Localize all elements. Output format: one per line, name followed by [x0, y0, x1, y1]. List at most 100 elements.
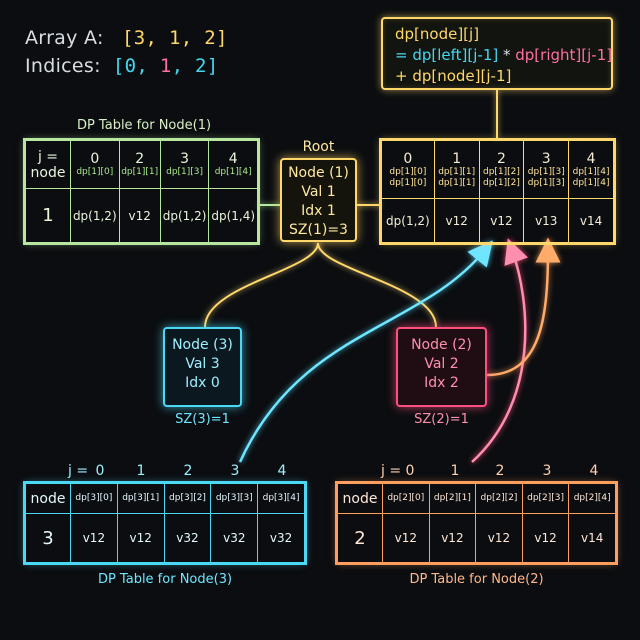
table2-cell: v14: [568, 513, 616, 563]
node3-size: SZ(3)=1: [175, 412, 230, 427]
table1-col-sub: dp[1][1]: [121, 167, 159, 177]
table3-j-value: 1: [136, 463, 146, 479]
table1-cell: dp(1,2): [159, 188, 210, 243]
root-caption: Root: [302, 139, 335, 155]
table1-col-j: 2: [135, 151, 145, 167]
table1-col-j: 3: [180, 151, 190, 167]
formula-right-term: dp[right][j-1]: [515, 46, 613, 64]
root-node-size: SZ(1)=3: [289, 222, 348, 238]
table2-col-sub: dp[2][2]: [475, 483, 523, 514]
table1-row-label: 1: [25, 188, 71, 243]
table1-corner-j: j =: [37, 148, 59, 165]
root-node-val: Val 1: [301, 184, 336, 200]
node-3: Node (3) Val 3 Idx 0: [163, 327, 242, 407]
table3-j-label: j =: [68, 463, 89, 479]
root-node-name: Node (1): [288, 165, 349, 181]
table1-cell: dp(1,2): [70, 188, 120, 243]
table3-col-sub: dp[3][4]: [257, 483, 305, 514]
table1-corner: j = node: [25, 140, 71, 189]
table1-col-sub: dp[1][4]: [214, 167, 252, 177]
table3-j-value: 4: [277, 463, 287, 479]
table3-col-sub: dp[3][2]: [163, 483, 212, 514]
node3-name: Node (3): [172, 337, 233, 353]
node2-dp-arrow-pink: [471, 238, 528, 463]
right-col-sub2: dp[1][0]: [389, 177, 427, 188]
right-cell: v12: [433, 198, 480, 243]
indices-1: 1: [159, 55, 172, 77]
indices-close: ]: [206, 55, 219, 77]
right-cell: v12: [478, 198, 525, 243]
table2-j-value: 4: [589, 463, 599, 479]
table2-cell: v12: [382, 513, 430, 563]
right-cell: dp(1,2): [381, 198, 435, 243]
dp-table-node3: node dp[3][0] dp[3][1] dp[3][2] dp[3][3]…: [23, 481, 307, 565]
table2-j-value: 1: [450, 463, 460, 479]
table3-col-sub: dp[3][1]: [116, 483, 165, 514]
root-node-idx: Idx 1: [301, 203, 336, 219]
right-col-sub2: dp[1][1]: [438, 177, 476, 188]
table1-cell: v12: [118, 188, 161, 243]
table2-col-sub: dp[2][4]: [568, 483, 616, 514]
node2-dp-arrow-orange: [486, 237, 561, 377]
table2-cell: v12: [475, 513, 523, 563]
indices-open: [: [112, 55, 125, 77]
right-col-j: 2: [497, 150, 506, 167]
formula-times: *: [498, 46, 516, 64]
right-col-sub1: dp[1][4]: [572, 166, 610, 177]
formula-left-term: dp[left][j-1]: [412, 46, 499, 64]
right-col-sub1: dp[1][1]: [438, 166, 476, 177]
right-col-sub2: dp[1][3]: [527, 177, 565, 188]
table2-col-sub: dp[2][3]: [521, 483, 570, 514]
table3-corner: node: [25, 483, 71, 514]
node-2: Node (2) Val 2 Idx 2: [396, 327, 487, 407]
node2-val: Val 2: [424, 356, 459, 372]
table2-row-label: 2: [337, 513, 383, 563]
right-col-sub2: dp[1][4]: [572, 177, 610, 188]
right-cell: v13: [523, 198, 570, 243]
formula-line-2: = dp[left][j-1] * dp[right][j-1]: [395, 45, 612, 66]
node3-dp-arrow: [238, 240, 493, 463]
node2-idx: Idx 2: [424, 375, 459, 391]
root-child3-edge: [204, 242, 319, 328]
array-line: Array A: [3, 1, 2]: [25, 27, 228, 49]
table2-j-value: 0: [405, 463, 415, 479]
indices-sep1: ,: [136, 55, 160, 77]
table3-cell: v12: [116, 513, 165, 563]
table3-j-value: 2: [183, 463, 193, 479]
table1-cell: dp(1,4): [208, 188, 258, 243]
right-col-sub1: dp[1][2]: [482, 166, 520, 177]
table1-corner-node: node: [30, 164, 66, 181]
table3-title: DP Table for Node(3): [97, 572, 233, 587]
table3-j-value: 0: [95, 463, 105, 479]
table2-j-label: j =: [381, 463, 402, 479]
table2-col-sub: dp[2][1]: [428, 483, 477, 514]
table2-cell: v12: [521, 513, 570, 563]
dp-table-node2: node dp[2][0] dp[2][1] dp[2][2] dp[2][3]…: [335, 481, 618, 565]
right-col-j: 3: [541, 150, 551, 167]
array-values: [3, 1, 2]: [122, 27, 228, 49]
table1-col-sub: dp[1][0]: [76, 167, 114, 177]
right-cell: v14: [568, 198, 614, 243]
formula-line-3: + dp[node][j-1]: [395, 67, 512, 85]
node3-val: Val 3: [185, 356, 220, 372]
table2-j-value: 2: [495, 463, 505, 479]
table3-col-sub: dp[3][0]: [70, 483, 118, 514]
indices-label: Indices:: [25, 55, 101, 77]
table2-col-sub: dp[2][0]: [382, 483, 430, 514]
table3-row-label: 3: [25, 513, 71, 563]
indices-2: 2: [195, 55, 207, 77]
right-col-sub1: dp[1][3]: [527, 166, 565, 177]
node2-name: Node (2): [411, 337, 472, 353]
formula-eq: =: [395, 46, 413, 64]
table1-col-j: 0: [90, 151, 100, 167]
indices-sep2: ,: [171, 55, 196, 77]
